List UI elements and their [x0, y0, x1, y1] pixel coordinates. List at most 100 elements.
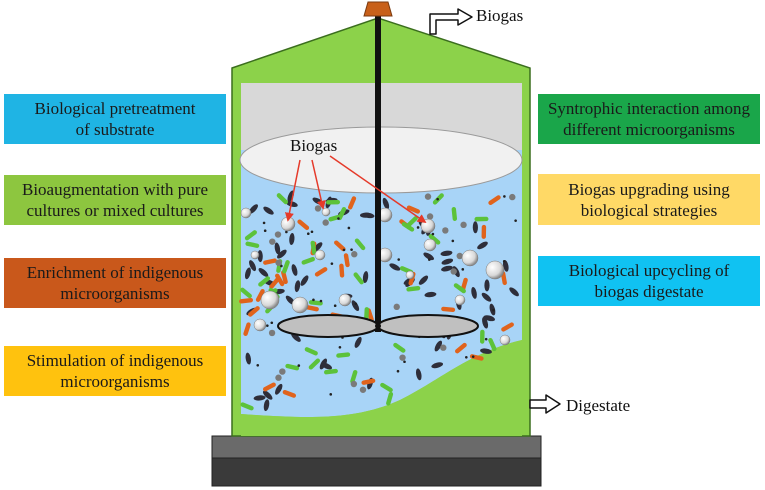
microbe-dot — [484, 337, 488, 341]
microbe-rod-orange — [406, 205, 421, 214]
biogas-bubble — [405, 270, 415, 280]
microbe-oval — [294, 280, 301, 293]
microbe-oval — [262, 390, 273, 400]
microbe-rod-orange — [239, 297, 254, 304]
microbe-oval — [481, 292, 492, 302]
microbe-oval — [483, 315, 496, 322]
microbe-dot — [310, 230, 314, 234]
microbe-dot — [350, 248, 353, 251]
microbe-rod-green — [276, 193, 289, 205]
microbe-cocci — [279, 368, 286, 375]
microbe-rod-orange — [282, 389, 297, 398]
microbe-cocci — [450, 268, 457, 275]
microbe-cocci — [269, 238, 276, 245]
base-bottom-slab — [211, 457, 542, 487]
microbe-oval — [423, 252, 435, 261]
digestate-outlet-arrow — [529, 394, 561, 414]
microbe-rod-green — [453, 283, 466, 294]
microbe-dot — [337, 217, 340, 220]
microbe-rod-green — [240, 402, 254, 411]
microbe-rod-orange — [314, 267, 328, 277]
microbe-dot — [263, 229, 267, 233]
microbe-oval — [277, 249, 287, 259]
microbe-cocci — [351, 251, 358, 258]
microbe-rod-orange — [255, 289, 265, 302]
microbe-rod-orange — [361, 378, 376, 385]
stirrer-hub — [375, 323, 381, 329]
strategy-text: Biological pretreatment of substrate — [34, 99, 196, 139]
microbe-dot — [285, 230, 288, 234]
biogas-outlet-label: Biogas — [476, 6, 524, 25]
microbe-dot — [451, 239, 455, 243]
microbe-dot — [270, 321, 274, 325]
microbe-dot — [396, 369, 400, 373]
microbe-rod-green — [488, 337, 497, 352]
microbe-dot — [297, 364, 301, 367]
microbe-dot — [333, 304, 337, 308]
microbe-dot — [312, 298, 315, 302]
microbe-rod-orange — [339, 263, 345, 278]
microbe-oval — [300, 275, 309, 286]
stirrer-paddle-left — [277, 314, 379, 338]
microbe-oval — [434, 340, 443, 352]
strategy-box-bioaugmentation: Bioaugmentation with pure cultures or mi… — [4, 175, 226, 225]
microbe-oval — [441, 258, 454, 265]
biogas-bubble — [253, 318, 267, 332]
microbe-oval — [509, 287, 519, 297]
microbe-oval — [440, 250, 453, 257]
microbe-cocci — [275, 259, 282, 266]
microbe-rod-orange — [501, 322, 514, 332]
microbe-dot — [280, 264, 283, 268]
microbe-oval — [441, 265, 453, 272]
biogas-bubble — [338, 293, 352, 307]
microbe-oval — [382, 197, 390, 210]
stirrer-paddle-right — [377, 314, 479, 338]
microbe-rod-orange — [248, 306, 260, 317]
microbe-cocci — [456, 252, 463, 260]
microbe-dot — [428, 258, 431, 261]
biogas-bubble — [485, 260, 505, 280]
microbe-dot — [342, 248, 346, 252]
microbe-cocci — [274, 231, 282, 238]
bubble-pointer-3 — [329, 155, 427, 224]
biogas-bubble — [240, 207, 252, 219]
microbe-cocci — [314, 205, 322, 212]
microbe-rod-green — [386, 391, 394, 406]
strategy-box-syntrophic-interaction: Syntrophic interaction among different m… — [538, 94, 760, 144]
microbe-rod-green — [474, 216, 489, 222]
microbe-oval — [257, 250, 263, 263]
microbe-oval — [263, 206, 274, 215]
microbe-rod-green — [428, 233, 441, 245]
microbe-rod-orange — [269, 277, 280, 289]
microbe-dot — [347, 226, 351, 230]
microbe-oval — [359, 212, 372, 218]
microbe-rod-orange — [263, 258, 277, 265]
microbe-rod-green — [258, 276, 271, 287]
strategy-box-biogas-upgrading: Biogas upgrading using biological strate… — [538, 174, 760, 225]
microbe-rod-orange — [281, 270, 288, 285]
strategy-box-enrichment: Enrichment of indigenous microorganisms — [4, 258, 226, 308]
microbe-oval — [354, 336, 362, 348]
microbe-rod-orange — [243, 322, 251, 336]
strategy-text: Biological upcycling of biogas digestate — [568, 261, 730, 301]
microbe-oval — [320, 362, 333, 370]
microbe-oval — [477, 241, 488, 250]
biogas-outlet-arrow — [429, 8, 473, 35]
microbe-rod-green — [240, 287, 252, 299]
strategy-text: Syntrophic interaction among different m… — [547, 99, 751, 139]
microbe-cocci — [442, 227, 449, 234]
microbe-dot — [436, 197, 439, 201]
microbe-rod-orange — [488, 195, 501, 206]
microbe-rod-green — [308, 300, 323, 306]
microbe-dot — [416, 226, 420, 229]
microbe-dot — [319, 299, 323, 303]
microbe-oval — [362, 271, 369, 284]
microbe-dot — [503, 195, 506, 198]
microbe-oval — [291, 332, 301, 342]
strategy-box-digestate-upcycling: Biological upcycling of biogas digestate — [538, 256, 760, 306]
microbe-rod-green — [326, 199, 341, 205]
microbe-dot — [354, 302, 358, 306]
microbe-dot — [403, 360, 406, 364]
microbe-rod-green — [336, 352, 351, 358]
